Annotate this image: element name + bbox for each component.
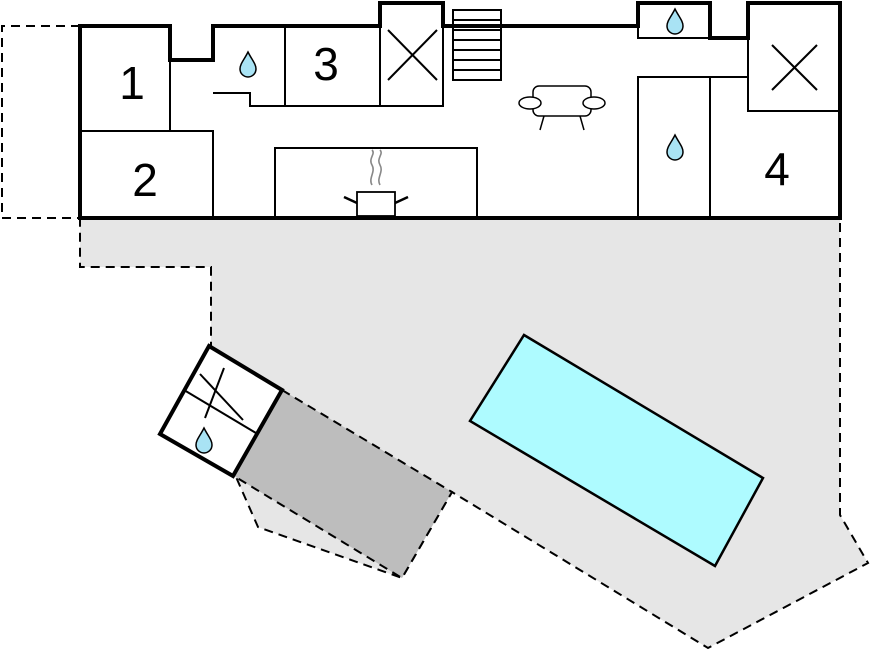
- house-outline: [78, 1, 842, 220]
- water-drop-icon: [666, 133, 684, 161]
- room-1-label: 1: [119, 57, 145, 109]
- interior-walls: [80, 3, 840, 218]
- sofa-icon: [518, 85, 606, 131]
- stairs-icon: [452, 9, 502, 81]
- side-annex-outline: [1, 25, 80, 219]
- water-drop-icon: [666, 7, 684, 35]
- room-4-label: 4: [764, 143, 790, 195]
- room-2-label: 2: [132, 154, 158, 206]
- swimming-pool: [468, 333, 765, 568]
- water-drop-icon: [239, 50, 257, 78]
- water-drop-icon: [195, 426, 213, 454]
- outbuilding: [157, 343, 285, 479]
- room-3-label: 3: [313, 38, 339, 90]
- cooking-pot-icon: [343, 149, 409, 217]
- open-void-icon: [387, 29, 438, 81]
- open-void-icon: [771, 44, 818, 91]
